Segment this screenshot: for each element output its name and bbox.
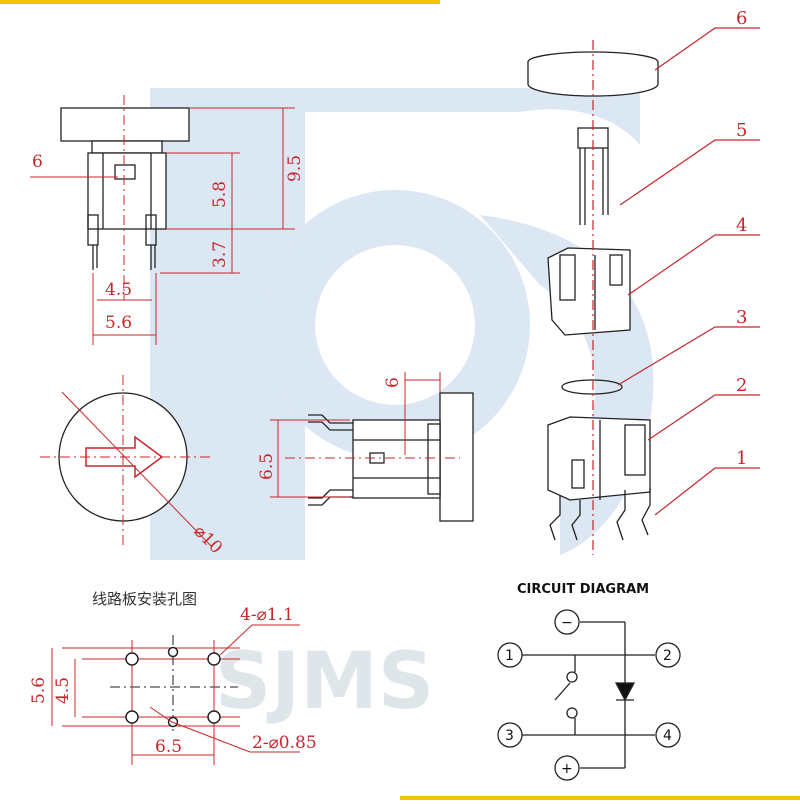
part-3-ring [561, 379, 623, 395]
led-diode-icon [614, 682, 636, 702]
pcb-hole-small [167, 646, 179, 658]
side-dim-9-5-label: 9.5 [285, 155, 305, 182]
cap-outline [60, 107, 190, 142]
part-label-5: 5 [736, 120, 747, 141]
bottom-dim-6-5-label: 6.5 [257, 453, 277, 480]
side-view-dimensions [30, 95, 295, 345]
part-4-plunger [547, 247, 631, 336]
side-dim-6-label: 6 [32, 152, 43, 172]
switch-contact [566, 671, 578, 683]
pcb-dim-4-5-label: 4.5 [53, 677, 73, 704]
pin-label-1: 1 [505, 648, 514, 664]
exploded-view [527, 51, 659, 541]
switch-body-outline [87, 152, 167, 230]
part-label-3: 3 [736, 307, 747, 328]
switch-lever [554, 682, 571, 701]
cap-side-outline [439, 392, 474, 522]
bottom-side-view [308, 392, 474, 522]
part-label-1: 1 [736, 448, 747, 469]
plus-terminal-circle [554, 755, 580, 781]
pcb-hole [207, 710, 221, 724]
pcb-hole [125, 652, 139, 666]
side-dim-5-8-label: 5.8 [210, 181, 230, 208]
pcb-dim-5-6-label: 5.6 [29, 677, 49, 704]
front-view [40, 375, 213, 548]
pcb-hole-layout [51, 624, 300, 765]
minus-terminal-icon: − [561, 615, 573, 631]
pin-label-3: 3 [505, 728, 514, 744]
arrow-icon [85, 435, 164, 479]
pcb-dim-hole-small-label: 2-⌀0.85 [252, 733, 317, 753]
part-label-6: 6 [736, 8, 747, 29]
pin-4-circle [655, 722, 681, 748]
watermark-text: SJMS [215, 637, 434, 727]
switch-contact [566, 707, 578, 719]
bottom-side-dimensions [270, 372, 460, 498]
pin-label-2: 2 [663, 648, 672, 664]
plus-terminal-icon: + [561, 761, 573, 777]
pin-1-circle [497, 642, 523, 668]
part-6-cap [527, 51, 659, 97]
pcb-layout-title: 线路板安装孔图 [92, 590, 197, 608]
top-accent-bar [0, 0, 440, 4]
pin-label-4: 4 [663, 728, 672, 744]
pcb-dim-6-5-label: 6.5 [155, 737, 182, 757]
part-1-terminals [549, 488, 651, 541]
part-label-2: 2 [736, 375, 747, 396]
part-label-4: 4 [736, 215, 747, 236]
side-dim-5-6-label: 5.6 [105, 313, 132, 333]
pin-2-circle [655, 642, 681, 668]
pcb-dim-hole-large-label: 4-⌀1.1 [240, 605, 294, 625]
side-dim-3-7-label: 3.7 [210, 241, 230, 268]
pcb-hole [125, 710, 139, 724]
exploded-leader-lines [592, 27, 760, 555]
circuit-title: CIRCUIT DIAGRAM [517, 582, 649, 597]
circuit-diagram [497, 609, 681, 781]
part-2-housing [547, 416, 651, 501]
side-view [60, 107, 190, 270]
pin-3-circle [497, 722, 523, 748]
minus-terminal-circle [554, 609, 580, 635]
side-dim-4-5-label: 4.5 [105, 280, 132, 300]
pcb-hole [207, 652, 221, 666]
bottom-accent-bar [400, 796, 800, 800]
bottom-dim-6-label: 6 [383, 377, 403, 388]
